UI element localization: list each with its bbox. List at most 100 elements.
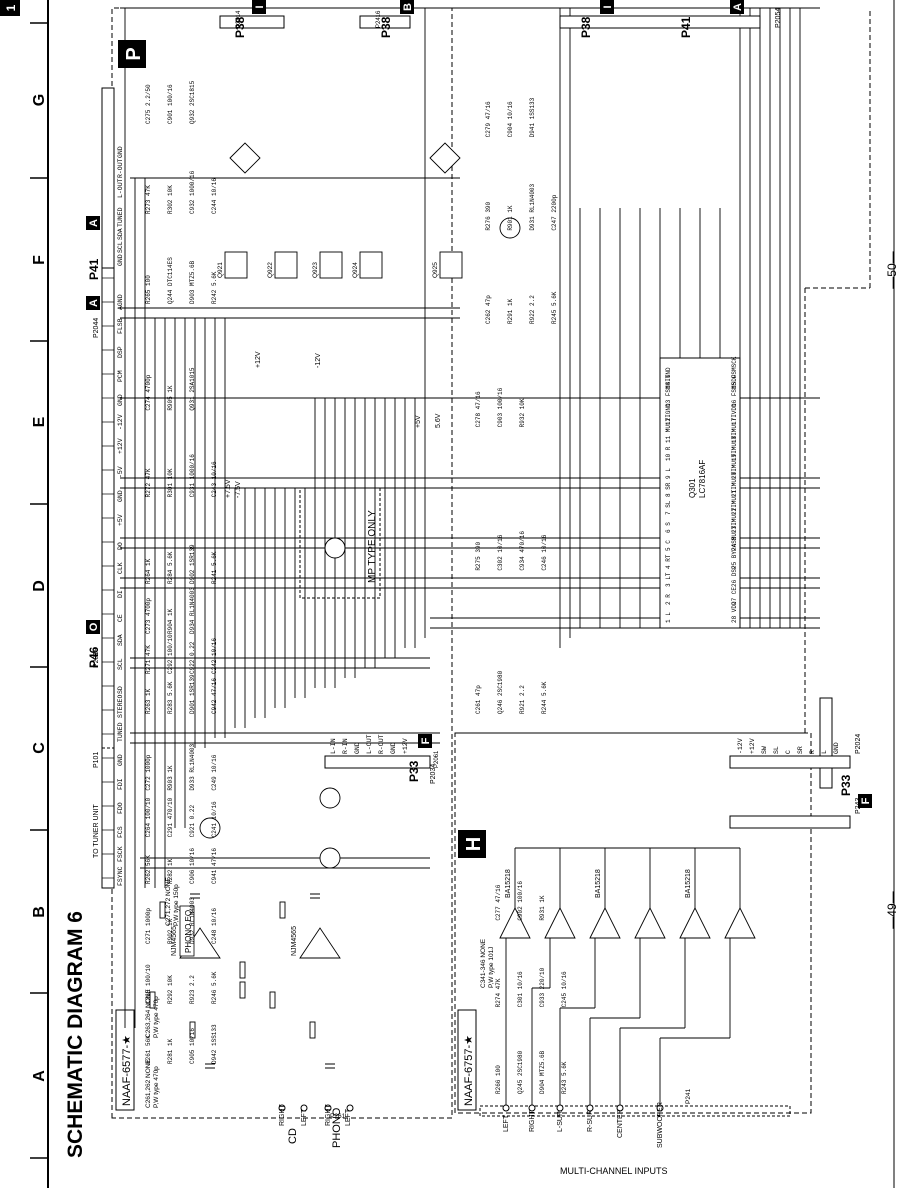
connector-p46-box — [86, 620, 100, 634]
p2044-pin-6: GND — [117, 754, 124, 766]
connector-p38-c-label: P38 — [579, 16, 593, 38]
p41-pin-6: R-OUT — [117, 158, 124, 178]
component-ref: D934 RL1N4003 — [189, 587, 196, 634]
grid-col-b: B — [31, 906, 48, 918]
connector-p33-bottom-letter-box — [858, 794, 872, 808]
connector-p41-top-letter: A — [732, 3, 744, 11]
component-ref: C247 2200p — [551, 194, 558, 230]
connector-p41-a2: A — [88, 219, 100, 227]
connector-p2414: P2414 — [236, 10, 242, 28]
p2044-pin-17: GND — [117, 490, 124, 502]
component-ref: C264 100/10 — [145, 797, 152, 837]
input-jacks-phono-cd — [278, 1104, 354, 1112]
grid-column-labels: A B C D E F G — [31, 94, 48, 1082]
component-ref: C278 47/16 — [475, 391, 482, 427]
component-ref: R902 1K — [167, 918, 174, 944]
p41-pin-1: GND — [117, 254, 124, 266]
p2024-pin-4: SL — [773, 746, 780, 754]
component-ref: C922 0.22 — [189, 641, 196, 674]
p33-pin-7: +12V — [402, 738, 409, 754]
connector-p243-label: P243 — [855, 798, 862, 814]
p33-pin-3: GND — [354, 742, 361, 754]
q261-label: NJM4565 — [171, 926, 178, 956]
q242-label: BA15218 — [595, 869, 602, 898]
component-ref: C277 47/16 — [495, 884, 502, 920]
phono-eq-label: PHONO EQ — [184, 910, 193, 953]
component-ref: D942 1SS133 — [211, 1024, 218, 1064]
component-ref: C246 10/16 — [541, 534, 548, 570]
q301-pin-26: 26 DSP — [731, 565, 738, 587]
p33-pin-1: L-IN — [330, 738, 337, 754]
p2044-pin-13: DI — [117, 590, 124, 598]
p2024-pin-5: C — [785, 750, 792, 754]
connector-p33-strip — [324, 755, 431, 769]
board-label-naaf6757-box — [457, 1009, 477, 1111]
component-ref: R271 47K — [145, 645, 152, 674]
connector-p33-letter-box — [418, 734, 432, 748]
p2024-pin-labels: -12V +12V SW SL C SR R L GND — [737, 738, 840, 754]
mc-left: LEFT — [503, 1114, 510, 1132]
connector-p2034: P2034 — [430, 764, 437, 784]
p41-pin-7: GND — [117, 146, 124, 158]
note-c271-2: P,W type 150p — [173, 884, 180, 926]
connector-p41-a2-box — [86, 216, 100, 230]
connector-p38-a-letter: I — [254, 5, 266, 8]
p2044-pin-22: PCM — [117, 370, 124, 382]
component-ref: D904 MTZ5.6B — [539, 1050, 546, 1094]
multi-channel-label: MULTI-CHANNEL INPUTS — [560, 1166, 668, 1176]
mp-type-box — [299, 487, 381, 599]
rail-minus12: -12V — [315, 353, 322, 368]
q301-pin-28: 28 VDD — [731, 601, 738, 623]
board-tag-h-text: H — [463, 837, 485, 851]
input-left-1: LEFT — [345, 1108, 352, 1126]
component-ref: R282 1K — [167, 858, 174, 884]
component-ref: R276 390 — [485, 201, 492, 230]
component-ref: R903 1K — [167, 765, 174, 791]
component-ref: C302 10/16 — [497, 534, 504, 570]
component-ref: C301 10/16 — [517, 971, 524, 1007]
p2044-pin-14: CLK — [117, 562, 124, 574]
q301-pins-top: 15 FSMSCK 16 FSMSDO 17 VDD 18 MULTI 19 M… — [731, 356, 738, 623]
p2044-pin-16: +5V — [117, 514, 124, 526]
component-ref: R921 2.2 — [519, 685, 526, 714]
q301-pin-9: 9 L — [665, 468, 672, 479]
q241-label: BA15218 — [505, 869, 512, 898]
component-ref: C932 1000/16 — [189, 170, 196, 214]
grid-col-e: E — [31, 416, 48, 427]
component-ref: R245 5.6K — [551, 291, 558, 324]
p33-pin-6: GND — [390, 742, 397, 754]
connector-p46: P46 — [87, 646, 101, 668]
grid-col-a: A — [31, 1070, 48, 1082]
board-tag-p-text: P — [123, 47, 145, 60]
p2044-pin-1: FSYNC — [117, 866, 124, 886]
mc-opamps — [499, 906, 756, 939]
board-label-naaf6757: NAAF-6757-★ — [463, 1035, 475, 1106]
q301-pin-5: 5 C — [665, 540, 672, 551]
component-ref: C906 10/16 — [189, 848, 196, 884]
p41-pin-3: SDA — [117, 228, 124, 240]
p2044-pin-labels: FSYNC FSCK FCS FDO FDI GND TUNED STEREO … — [117, 294, 124, 886]
connector-p2416: P2416 — [376, 10, 382, 28]
p2024-pin-1: -12V — [737, 738, 744, 754]
q301-pin-23: 23 MULTI — [731, 504, 738, 533]
q301-pin-10: 10 R — [665, 446, 672, 461]
component-ref: C245 10/16 — [561, 971, 568, 1007]
p2024-pin-6: SR — [797, 746, 804, 754]
board-label-naaf6577: NAAF-6577-★ — [121, 1035, 133, 1106]
component-ref: C263 100/10 — [145, 964, 152, 1004]
component-ref: R263 1K — [145, 688, 152, 714]
p2044-pin-3: FCS — [117, 826, 124, 838]
mc-subwoofer: SUBWOOFER — [657, 1102, 664, 1148]
component-ref: C921 0.22 — [189, 805, 196, 838]
connector-p46-letter: O — [88, 622, 100, 631]
connector-p33-label: P33 — [407, 760, 421, 782]
connector-p38-a — [219, 15, 285, 29]
p2044-pin-23: DSP — [117, 346, 124, 358]
phono-eq-section — [149, 901, 341, 1039]
page-title: SCHEMATIC DIAGRAM 6 — [64, 911, 87, 1158]
q301-pin-14: 14 GND — [665, 367, 672, 389]
p2044-pin-21: GND — [117, 394, 124, 406]
p2044-pin-5: FDI — [117, 778, 124, 790]
p2044-pin-15: DO — [117, 542, 124, 550]
